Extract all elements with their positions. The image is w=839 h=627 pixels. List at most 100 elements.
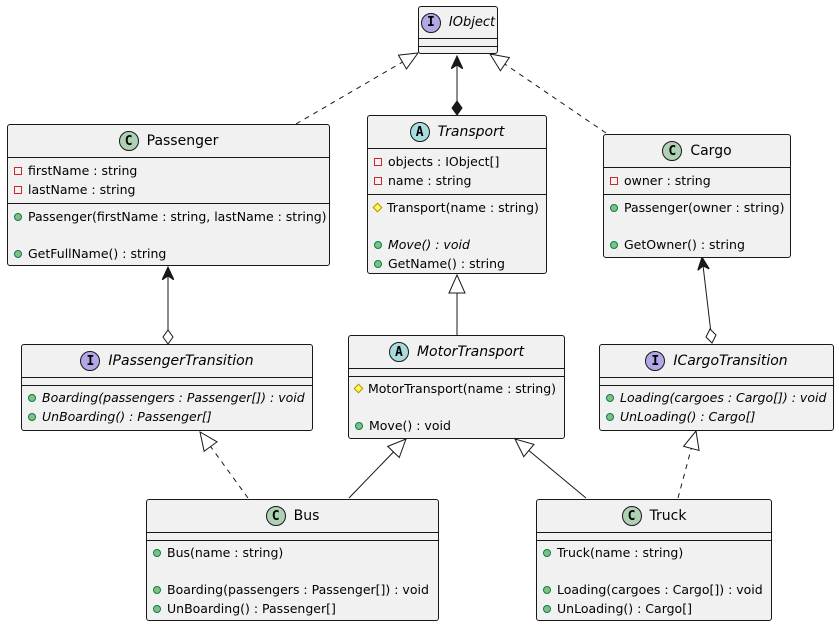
public-icon <box>606 393 614 402</box>
method-row: Move() : void <box>349 416 564 435</box>
fields-section: objects : IObject[] name : string <box>368 149 546 195</box>
public-icon <box>14 212 22 221</box>
methods-section <box>419 47 497 53</box>
class-name: Transport <box>437 124 505 140</box>
fields-section <box>349 369 564 377</box>
fields-section <box>419 39 497 47</box>
abstract-badge-icon: A <box>409 122 430 142</box>
private-icon <box>14 185 22 194</box>
public-icon <box>610 203 618 212</box>
method-row: GetFullName() : string <box>8 244 329 263</box>
interface-badge-icon: I <box>80 351 101 371</box>
edge-icargotransition-aggregates-cargo <box>702 257 712 334</box>
class-name: ICargoTransition <box>673 353 788 369</box>
class-ipassengertransition[interactable]: I IPassengerTransition Boarding(passenge… <box>21 344 313 431</box>
method-row: Truck(name : string) <box>537 543 771 562</box>
class-bus[interactable]: C Bus Bus(name : string) Boarding(passen… <box>146 499 439 621</box>
class-name: Bus <box>293 508 320 524</box>
methods-section: MotorTransport(name : string) Move() : v… <box>349 377 564 439</box>
method-row: UnLoading() : Cargo[] <box>537 599 771 618</box>
methods-section: Boarding(passengers : Passenger[]) : voi… <box>22 386 312 430</box>
class-name: Truck <box>649 508 687 524</box>
class-motortransport[interactable]: A MotorTransport MotorTransport(name : s… <box>348 335 565 439</box>
class-name: Cargo <box>690 143 732 159</box>
fields-section <box>537 533 771 541</box>
abstract-badge-icon: A <box>388 342 409 362</box>
edge-bus-extends-motortransport <box>348 439 406 499</box>
public-icon <box>28 393 36 402</box>
methods-section: Transport(name : string) Move() : void G… <box>368 195 546 277</box>
field-row: owner : string <box>604 171 790 190</box>
method-row: MotorTransport(name : string) <box>349 379 564 398</box>
private-icon <box>374 176 382 185</box>
public-icon <box>606 412 614 421</box>
class-badge-icon: C <box>265 506 286 526</box>
method-row: Bus(name : string) <box>147 543 438 562</box>
methods-section: Truck(name : string) Loading(cargoes : C… <box>537 541 771 622</box>
interface-badge-icon: I <box>645 351 666 371</box>
class-iobject[interactable]: I IObject <box>418 6 498 54</box>
method-row: Passenger(firstName : string, lastName :… <box>8 207 329 226</box>
method-row: Loading(cargoes : Cargo[]) : void <box>600 388 833 407</box>
public-icon <box>14 249 22 258</box>
private-icon <box>610 176 618 185</box>
field-row: objects : IObject[] <box>368 152 546 171</box>
fields-section: owner : string <box>604 168 790 195</box>
private-icon <box>374 157 382 166</box>
methods-section: Passenger(owner : string) GetOwner() : s… <box>604 195 790 258</box>
class-cargo[interactable]: C Cargo owner : string Passenger(owner :… <box>603 134 791 258</box>
method-row: Boarding(passengers : Passenger[]) : voi… <box>147 580 438 599</box>
edge-bus-realizes-ipassengertransition <box>200 432 249 499</box>
method-row: Passenger(owner : string) <box>604 198 790 217</box>
class-transport[interactable]: A Transport objects : IObject[] name : s… <box>367 115 547 274</box>
fields-section <box>22 378 312 386</box>
methods-section: Bus(name : string) Boarding(passengers :… <box>147 541 438 622</box>
field-row: lastName : string <box>8 180 329 199</box>
method-row: UnBoarding() : Passenger[] <box>147 599 438 618</box>
class-passenger[interactable]: C Passenger firstName : string lastName … <box>7 124 330 266</box>
method-row: GetOwner() : string <box>604 235 790 254</box>
interface-badge-icon: I <box>420 12 441 33</box>
class-badge-icon: C <box>621 506 642 526</box>
class-name: Passenger <box>146 133 219 149</box>
edge-passenger-realizes-iobject <box>295 53 418 125</box>
class-badge-icon: C <box>662 141 683 161</box>
edge-truck-realizes-icargotransition <box>677 431 696 499</box>
public-icon <box>355 421 363 430</box>
public-icon <box>153 604 161 613</box>
fields-section: firstName : string lastName : string <box>8 158 329 204</box>
protected-icon <box>353 383 364 394</box>
class-name: MotorTransport <box>416 344 525 360</box>
class-badge-icon: C <box>118 131 139 151</box>
fields-section <box>600 378 833 386</box>
method-row: UnBoarding() : Passenger[] <box>22 407 312 426</box>
public-icon <box>153 585 161 594</box>
class-name: IPassengerTransition <box>108 353 254 369</box>
public-icon <box>543 548 551 557</box>
public-icon <box>543 604 551 613</box>
method-row: Loading(cargoes : Cargo[]) : void <box>537 580 771 599</box>
class-truck[interactable]: C Truck Truck(name : string) Loading(car… <box>536 499 772 621</box>
composition-diamond <box>451 100 463 116</box>
method-row: Transport(name : string) <box>368 198 546 217</box>
field-row: name : string <box>368 171 546 190</box>
field-row: firstName : string <box>8 161 329 180</box>
method-row: Boarding(passengers : Passenger[]) : voi… <box>22 388 312 407</box>
methods-section: Passenger(firstName : string, lastName :… <box>8 204 329 267</box>
class-name: IObject <box>448 15 496 30</box>
method-row: UnLoading() : Cargo[] <box>600 407 833 426</box>
public-icon <box>153 548 161 557</box>
public-icon <box>374 259 382 268</box>
fields-section <box>147 533 438 541</box>
method-row: GetName() : string <box>368 254 546 273</box>
private-icon <box>14 166 22 175</box>
class-icargotransition[interactable]: I ICargoTransition Loading(cargoes : Car… <box>599 344 834 431</box>
methods-section: Loading(cargoes : Cargo[]) : void UnLoad… <box>600 386 833 430</box>
edge-truck-extends-motortransport <box>515 439 587 499</box>
method-row: Move() : void <box>368 235 546 254</box>
public-icon <box>28 412 36 421</box>
public-icon <box>610 240 618 249</box>
protected-icon <box>372 202 383 213</box>
public-icon <box>374 240 382 249</box>
